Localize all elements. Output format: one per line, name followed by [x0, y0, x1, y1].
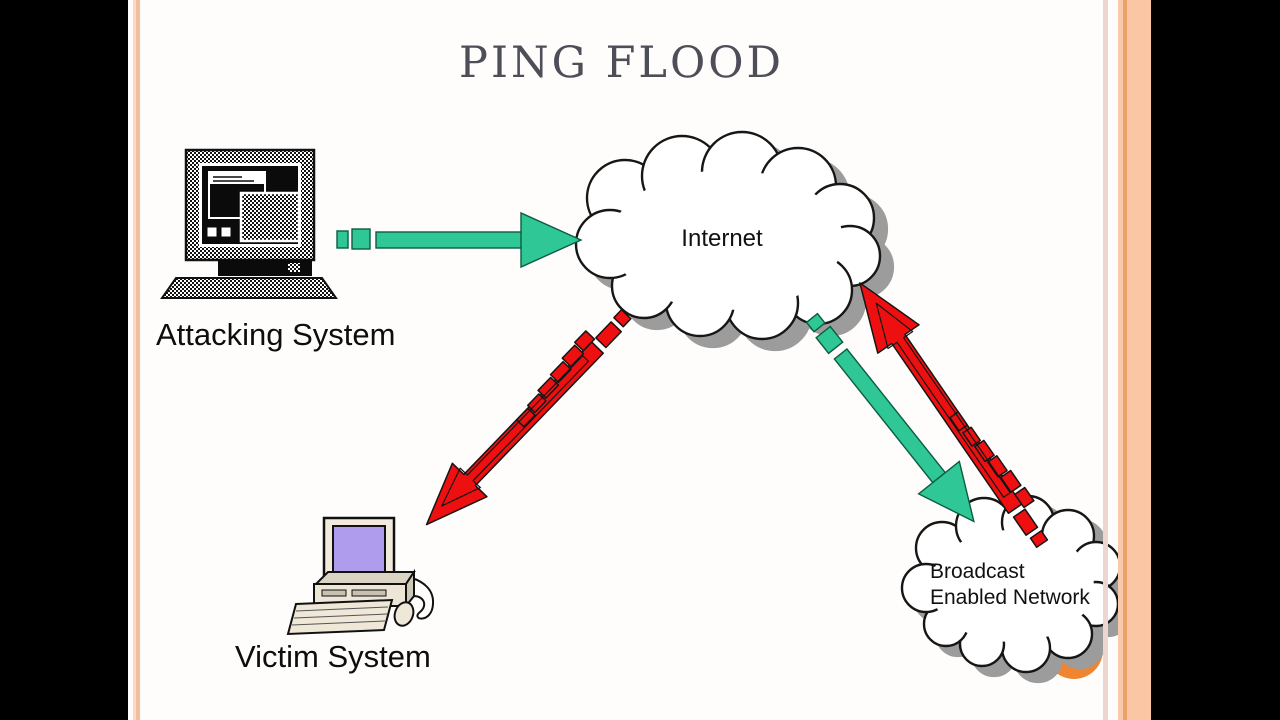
desktop-computer-icon: [160, 148, 338, 299]
broadcast-label-line2: Enabled Network: [930, 586, 1090, 609]
internet-cloud: Internet: [574, 130, 895, 352]
attacker-label: Attacking System: [156, 317, 396, 352]
broadcast-label-line1: Broadcast: [930, 560, 1025, 583]
letterbox-left: [0, 0, 128, 720]
accent-stripe-right-outer: [1103, 0, 1108, 720]
desktop-computer-icon: [286, 516, 435, 636]
ping-arrow-internet-to-broadcast: [805, 312, 975, 523]
internet-label: Internet: [681, 225, 763, 252]
flood-arrow-internet-to-victim: [425, 308, 632, 526]
slide-title: PING FLOOD: [459, 38, 784, 88]
broadcast-network-cloud: Broadcast Enabled Network: [900, 494, 1134, 684]
accent-stripe-left: [133, 0, 140, 720]
cloud-icon: [900, 494, 1122, 674]
victim-label: Victim System: [235, 639, 431, 674]
slide: Internet Broadcast Enabled Network: [128, 0, 1151, 720]
echo-flood-arrow-broadcast-to-internet: [859, 282, 1049, 549]
ping-arrow-attacker-to-internet: [336, 211, 583, 269]
accent-stripe-right-inner: [1118, 0, 1151, 720]
letterbox-right: [1151, 0, 1280, 720]
